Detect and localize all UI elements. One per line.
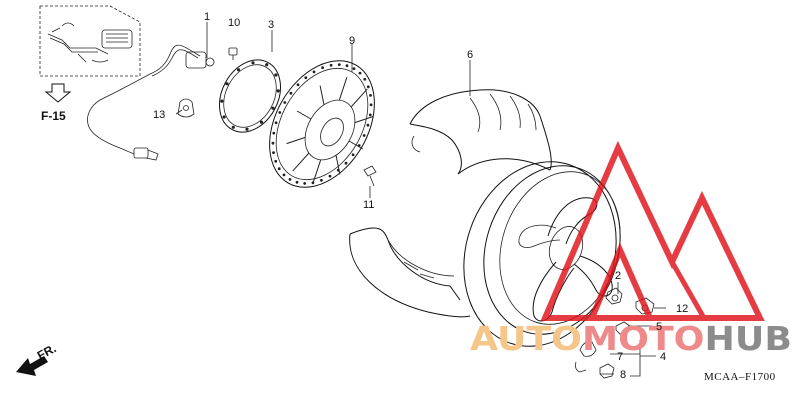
callout-10: 10 — [228, 17, 240, 29]
bolt-10 — [228, 47, 238, 60]
clamp-13 — [177, 98, 195, 118]
disc-hole — [272, 131, 276, 135]
disc-hole — [274, 121, 278, 125]
disc-hole — [288, 178, 292, 181]
diagram-code: MCAA–F1700 — [704, 371, 776, 383]
leader-lines — [175, 22, 666, 377]
disc-hole — [295, 180, 299, 184]
disc-hole — [352, 67, 356, 70]
ring-hole — [225, 82, 229, 86]
disc-spoke — [296, 110, 312, 120]
disc-hole — [321, 66, 324, 70]
disc-hole — [320, 178, 323, 182]
callout-5: 5 — [656, 321, 662, 333]
disc-spoke — [350, 88, 368, 108]
tire-6 — [409, 89, 552, 175]
ring-hole — [271, 106, 275, 110]
disc-spoke — [348, 140, 364, 150]
disc-hole — [289, 91, 293, 95]
ring-hole — [231, 125, 235, 129]
sensor-routing-inset — [39, 5, 141, 77]
disc-hole — [303, 182, 307, 185]
wheel-speed-sensor — [87, 44, 215, 161]
watermark-auto: AUTO — [470, 319, 582, 358]
disc-hole — [283, 101, 287, 104]
callout-2: 2 — [615, 270, 621, 282]
disc-hole — [366, 85, 370, 89]
ring-hole — [220, 99, 224, 103]
ring-hole — [274, 73, 278, 77]
ring-hole — [259, 120, 264, 124]
disc-spoke — [312, 159, 322, 183]
disc-spoke — [319, 85, 325, 105]
disc-bolt-11 — [363, 165, 377, 187]
disc-hole — [363, 77, 367, 81]
reference-arrow — [44, 83, 72, 103]
disc-hole — [278, 111, 282, 114]
ring-hole — [222, 115, 226, 119]
front-direction-arrow — [16, 356, 48, 376]
watermark-hub: HUB — [705, 319, 792, 358]
callout-4: 4 — [660, 351, 666, 363]
disc-hole — [362, 134, 366, 137]
callout-13: 13 — [153, 109, 165, 121]
callout-9: 9 — [349, 35, 355, 47]
callout-12: 12 — [676, 303, 688, 315]
disc-hole — [312, 70, 316, 74]
callout-labels: 1 2 3 4 5 6 7 8 9 10 11 12 13 — [153, 11, 688, 381]
disc-hole — [271, 141, 275, 145]
watermark-moto: MOTO — [582, 319, 705, 358]
disc-hole — [351, 153, 355, 157]
disc-hole — [345, 64, 349, 68]
ring-hole — [276, 89, 280, 93]
hardware-8 — [599, 363, 615, 379]
disc-hole — [369, 103, 373, 107]
disc-hole — [344, 161, 348, 165]
disc-spoke — [354, 115, 374, 124]
callout-6: 6 — [467, 49, 473, 61]
callout-11: 11 — [363, 199, 374, 211]
disc-hole — [329, 63, 333, 67]
ring-hole — [236, 68, 241, 72]
hardware-7 — [575, 341, 597, 373]
watermark-logo — [540, 140, 765, 321]
disc-hole — [272, 151, 275, 155]
ring-hole — [245, 127, 249, 131]
callout-7: 7 — [617, 351, 623, 363]
disc-spoke — [338, 77, 348, 101]
pulser-ring-3 — [219, 59, 281, 133]
disc-spoke — [335, 155, 341, 175]
disc-hole — [328, 174, 332, 178]
ring-hole — [265, 63, 269, 67]
disc-hole — [277, 167, 281, 171]
disc-hole — [274, 159, 278, 163]
callout-3: 3 — [268, 19, 274, 31]
disc-spoke — [286, 136, 306, 145]
disc-hole — [282, 173, 286, 177]
disc-hole — [366, 123, 370, 127]
callout-1: 1 — [204, 11, 210, 23]
disc-hole — [304, 76, 308, 80]
ring-hole — [251, 61, 255, 65]
reference-label: F-15 — [41, 109, 66, 123]
disc-hole — [296, 83, 300, 87]
callout-8: 8 — [620, 369, 626, 381]
disc-hole — [368, 113, 372, 117]
brake-disc-9 — [269, 60, 375, 188]
disc-hole — [369, 94, 372, 97]
hardware-5 — [615, 321, 631, 335]
disc-hole — [337, 63, 341, 66]
hardware-2 — [605, 287, 623, 305]
disc-hole — [358, 71, 362, 75]
inner-fender — [349, 227, 471, 318]
disc-spoke — [292, 152, 310, 172]
